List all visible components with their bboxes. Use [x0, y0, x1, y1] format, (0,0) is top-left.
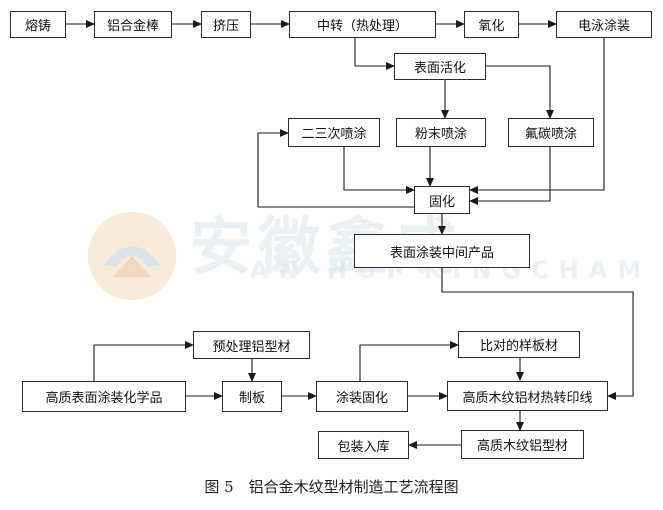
node-sample-plate: 比对的样板材	[458, 331, 580, 358]
node-heat-transfer-line: 高质木纹铝材热转印线	[447, 381, 608, 411]
node-pretreated-profile: 预处理铝型材	[193, 331, 310, 359]
node-oxidation: 氧化	[464, 11, 519, 38]
arrow-electrophoretic-to-curing	[469, 37, 605, 194]
arrow-chemicals-to-pretreated	[93, 341, 194, 384]
node-coated-intermediate-product: 表面涂装中间产品	[354, 234, 530, 268]
node-aluminum-alloy-rod: 铝合金棒	[94, 11, 172, 38]
node-surface-activation: 表面活化	[394, 53, 486, 80]
node-binary-tertiary-spray: 二三次喷涂	[288, 118, 380, 147]
arrow-intermediate-to-transfer-line	[441, 268, 634, 400]
node-wood-grain-profile: 高质木纹铝型材	[461, 430, 584, 459]
arrow-curing-loop-to-binary	[257, 129, 414, 208]
arrow-transfer-to-activation	[354, 37, 395, 70]
node-melting: 熔铸	[10, 11, 66, 38]
node-electrophoretic-coating: 电泳涂装	[556, 11, 652, 38]
arrow-binary-to-curing	[343, 146, 415, 194]
node-curing: 固化	[414, 186, 470, 214]
node-transfer-heat-treatment: 中转（热处理）	[289, 11, 436, 38]
arrow-coating-to-sample	[359, 341, 459, 381]
watermark-logo	[87, 211, 177, 301]
node-plate-making: 制板	[222, 381, 282, 412]
arrow-fluorocarbon-to-curing	[469, 146, 551, 205]
node-coating-chemicals: 高质表面涂装化学品	[22, 381, 186, 412]
node-packaging-storage: 包装入库	[318, 431, 409, 459]
node-extrusion: 挤压	[201, 11, 251, 38]
figure-caption: 图 5 铝合金木纹型材制造工艺流程图	[204, 478, 459, 496]
node-fluorocarbon-spray: 氟碳喷涂	[508, 118, 594, 147]
node-coating-curing: 涂装固化	[316, 381, 408, 412]
arrow-activation-to-fluorocarbon	[486, 65, 554, 119]
node-powder-spray: 粉末喷涂	[396, 118, 486, 147]
